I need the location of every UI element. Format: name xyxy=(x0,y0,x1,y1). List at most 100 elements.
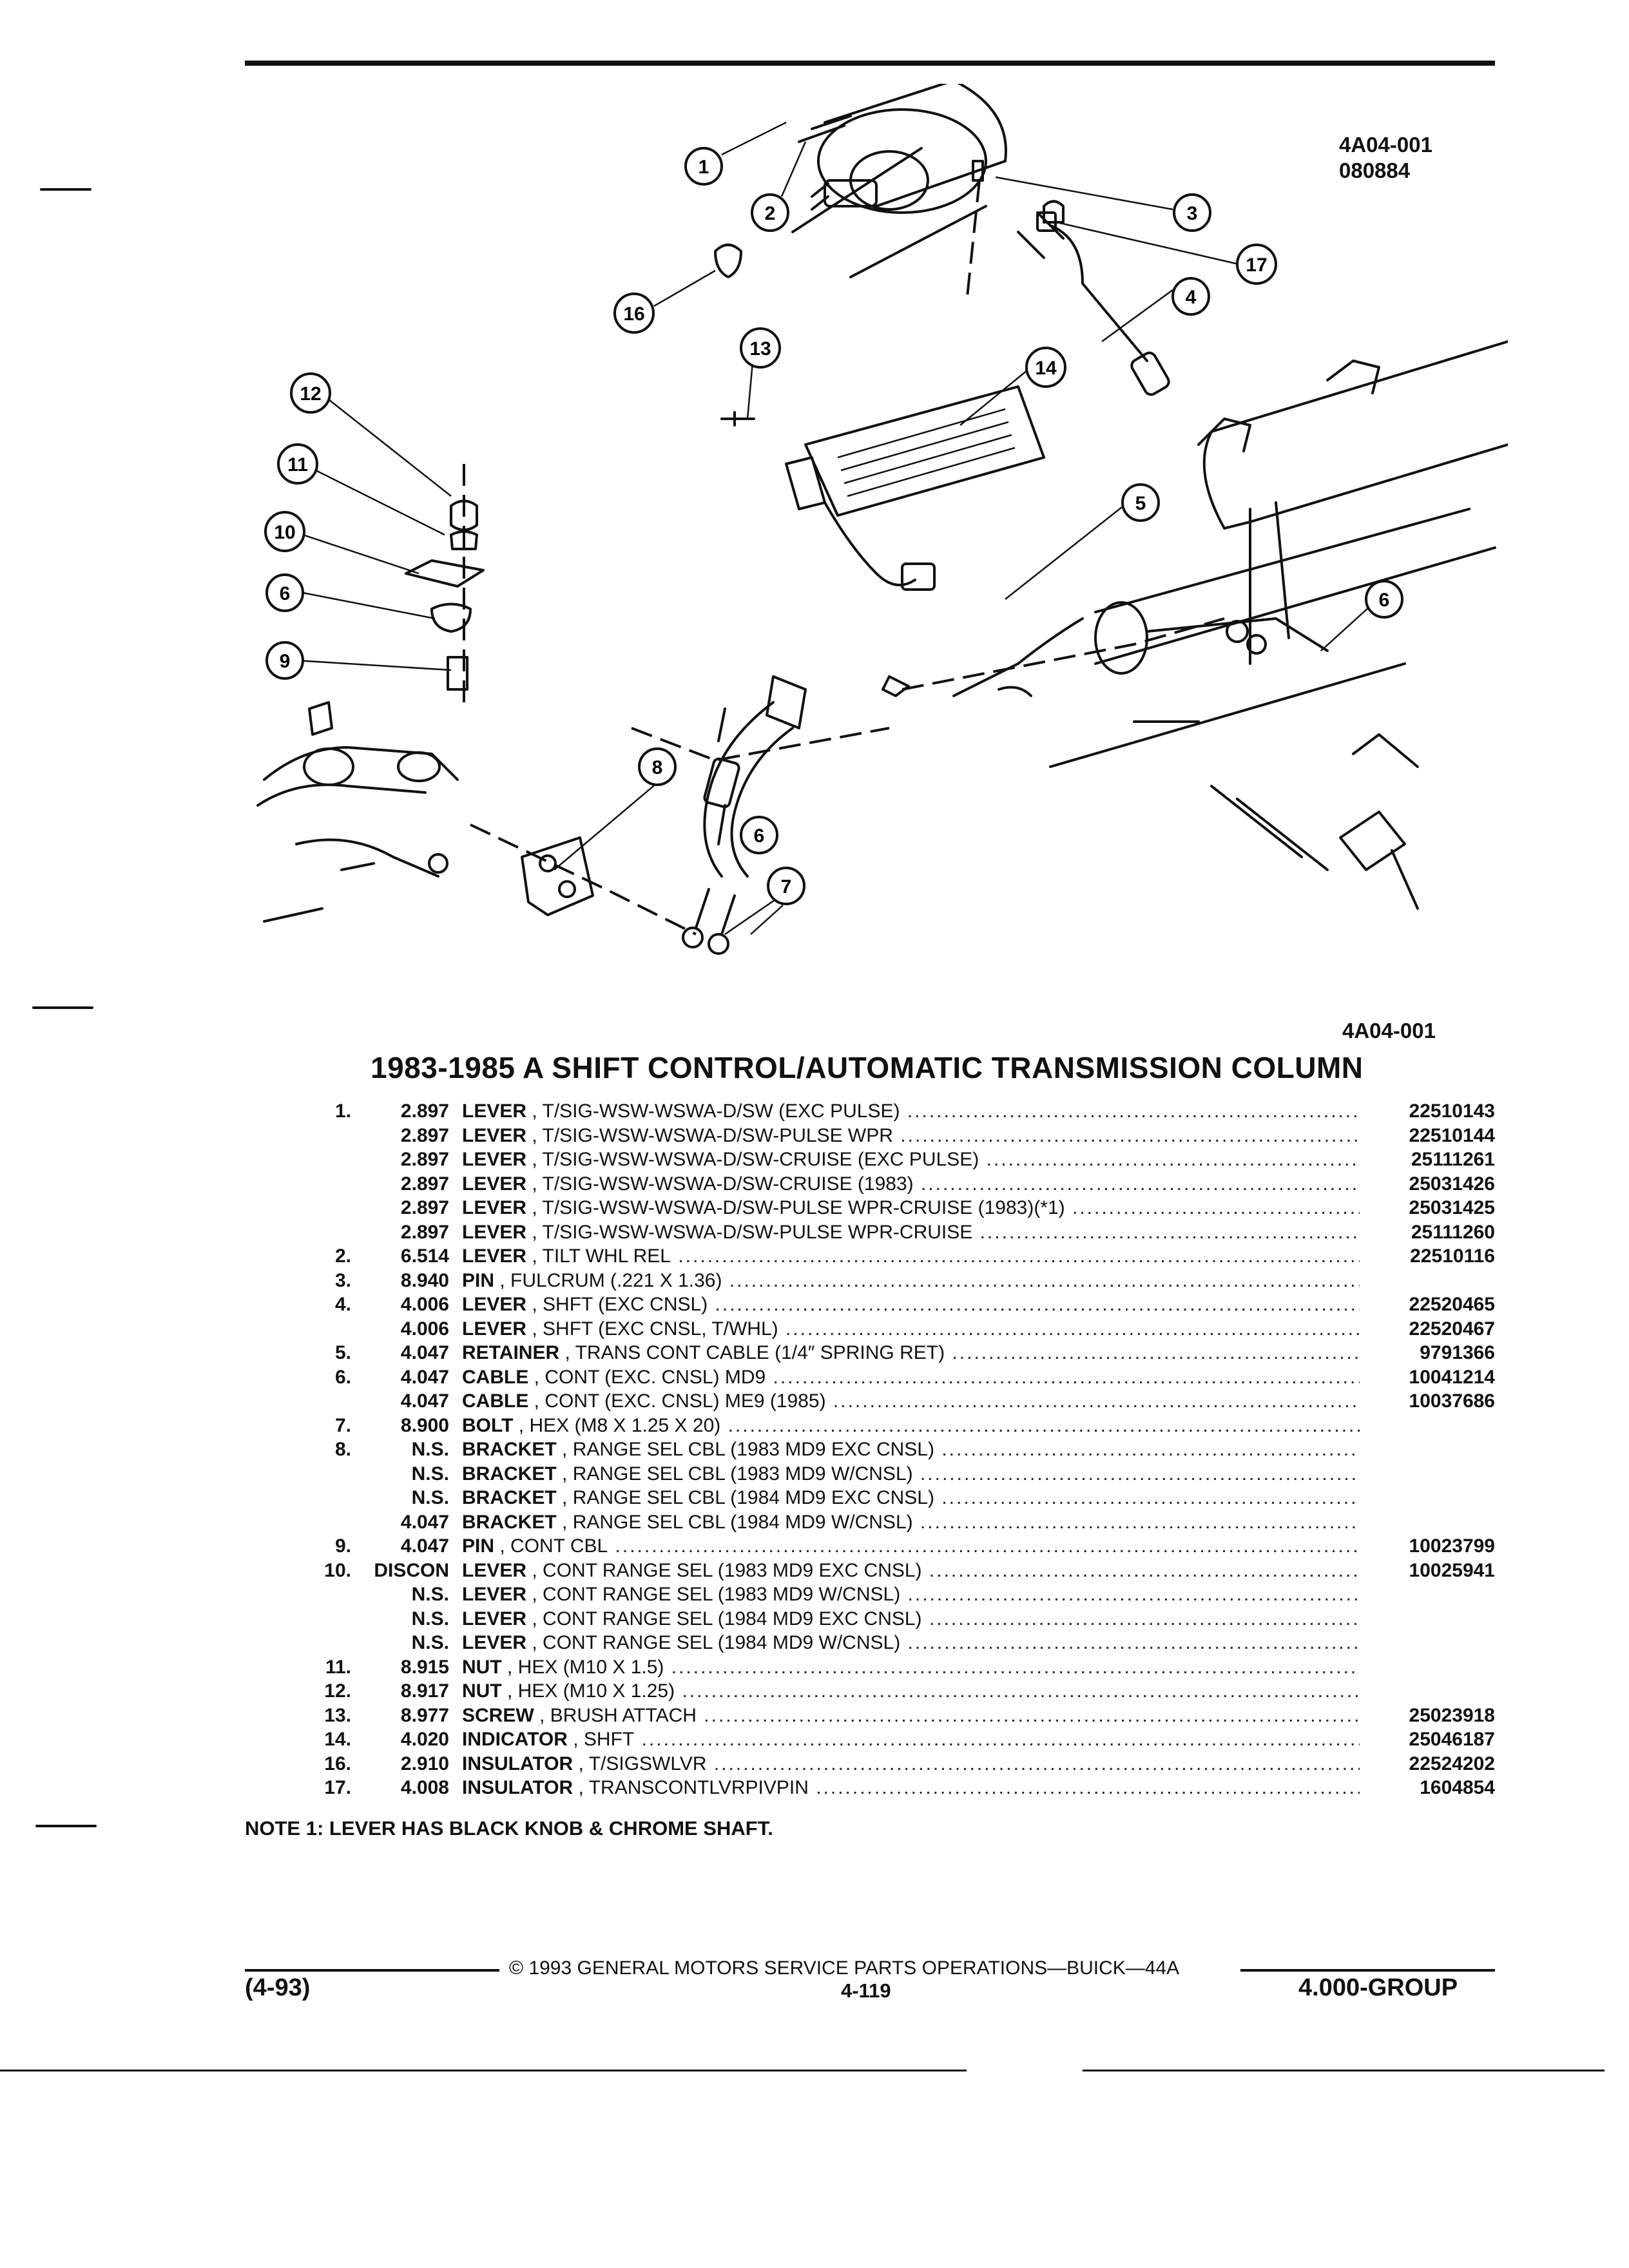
group-number: N.S. xyxy=(411,1487,449,1508)
item-number: 14. xyxy=(324,1729,351,1750)
footer-date-code: (4-93) xyxy=(245,1974,311,2001)
column-lower-assembly xyxy=(882,340,1508,910)
svg-text:12: 12 xyxy=(300,383,321,405)
item-number: 10. xyxy=(324,1559,351,1581)
callout-14: 14 xyxy=(1025,347,1066,388)
svg-text:1: 1 xyxy=(699,157,709,178)
range-select-stack xyxy=(405,464,485,702)
svg-text:9: 9 xyxy=(280,651,291,672)
part-number: 22510116 xyxy=(1410,1245,1495,1267)
group-number: 4.047 xyxy=(400,1390,449,1412)
part-spec: SHFT (EXC CNSL) xyxy=(543,1294,708,1315)
item-number: 1. xyxy=(334,1100,351,1122)
part-number: 22520465 xyxy=(1409,1294,1495,1315)
item-number: 5. xyxy=(334,1342,351,1363)
margin-mark xyxy=(35,1825,97,1827)
group-number: 2.897 xyxy=(400,1173,449,1195)
part-name: BRACKET xyxy=(462,1463,557,1485)
part-spec: HEX (M8 X 1.25 X 20) xyxy=(529,1414,721,1436)
callout-8: 8 xyxy=(638,747,677,786)
group-number: 2.897 xyxy=(400,1149,449,1170)
parts-row: N.S.LEVER , CONT RANGE SEL (1984 MD9 W/C… xyxy=(245,1632,1495,1657)
svg-text:14: 14 xyxy=(1035,358,1057,379)
part-description: LEVER , TILT WHL REL ...................… xyxy=(462,1245,1360,1267)
part-spec: CONT RANGE SEL (1983 MD9 W/CNSL) xyxy=(543,1584,901,1605)
part-number: 22520467 xyxy=(1409,1318,1495,1340)
page-title: 1983-1985 A SHIFT CONTROL/AUTOMATIC TRAN… xyxy=(371,1051,1364,1084)
group-number: 4.006 xyxy=(400,1318,449,1340)
svg-text:6: 6 xyxy=(754,825,765,847)
footer-rule-right xyxy=(1240,1969,1495,1972)
part-name: BRACKET xyxy=(462,1487,557,1508)
part-name: BRACKET xyxy=(462,1511,557,1533)
part-number: 9791366 xyxy=(1420,1342,1495,1363)
part-spec: CONT RANGE SEL (1984 MD9 W/CNSL) xyxy=(543,1632,901,1653)
part-number: 1604854 xyxy=(1420,1777,1495,1798)
callout-6: 6 xyxy=(740,816,778,854)
part-description: LEVER , T/SIG-WSW-WSWA-D/SW-CRUISE (EXC … xyxy=(462,1149,1360,1170)
part-description: BRACKET , RANGE SEL CBL (1984 MD9 EXC CN… xyxy=(462,1487,1360,1508)
part-name: LEVER xyxy=(462,1608,527,1629)
part-description: SCREW , BRUSH ATTACH ...................… xyxy=(462,1704,1360,1726)
part-number: 25111261 xyxy=(1411,1149,1495,1170)
part-spec: T/SIG-WSW-WSWA-D/SW-PULSE WPR xyxy=(542,1124,893,1146)
part-spec: CONT RANGE SEL (1984 MD9 EXC CNSL) xyxy=(543,1608,922,1629)
svg-text:7: 7 xyxy=(781,876,792,898)
item-number: 12. xyxy=(324,1680,351,1702)
group-number: 4.047 xyxy=(400,1511,449,1533)
part-spec: CONT RANGE SEL (1983 MD9 EXC CNSL) xyxy=(543,1559,922,1581)
part-name: LEVER xyxy=(462,1100,527,1122)
part-description: NUT , HEX (M10 X 1.25) .................… xyxy=(462,1680,1360,1702)
transmission-linkage xyxy=(256,701,697,936)
item-number: 17. xyxy=(324,1777,351,1798)
part-name: NUT xyxy=(462,1680,502,1702)
part-spec: T/SIG-WSW-WSWA-D/SW (EXC PULSE) xyxy=(542,1100,900,1122)
margin-mark xyxy=(40,188,92,191)
part-name: PIN xyxy=(462,1269,495,1291)
group-number: 4.006 xyxy=(400,1294,449,1315)
part-number: 25111260 xyxy=(1411,1221,1495,1243)
part-spec: RANGE SEL CBL (1983 MD9 EXC CNSL) xyxy=(572,1439,934,1460)
item-number: 9. xyxy=(334,1535,351,1557)
group-number: 8.915 xyxy=(400,1656,449,1678)
part-name: LEVER xyxy=(462,1318,527,1340)
part-name: LEVER xyxy=(462,1149,527,1170)
footnote: NOTE 1: LEVER HAS BLACK KNOB & CHROME SH… xyxy=(245,1817,773,1840)
item-number: 13. xyxy=(324,1704,351,1726)
item-number: 8. xyxy=(334,1439,351,1460)
part-name: INSULATOR xyxy=(462,1753,574,1774)
part-name: LEVER xyxy=(462,1584,527,1605)
parts-row: N.S.LEVER , CONT RANGE SEL (1983 MD9 W/C… xyxy=(245,1584,1495,1608)
part-name: LEVER xyxy=(462,1124,527,1146)
part-number: 22510144 xyxy=(1409,1124,1495,1146)
part-description: INSULATOR , T/SIGSWLVR .................… xyxy=(462,1753,1360,1774)
group-number: 4.047 xyxy=(400,1535,449,1557)
figure-ref-date: 080884 xyxy=(1339,159,1411,182)
part-name: INSULATOR xyxy=(462,1777,574,1798)
part-name: NUT xyxy=(462,1656,502,1678)
part-name: PIN xyxy=(462,1535,495,1557)
part-spec: T/SIG-WSW-WSWA-D/SW-CRUISE (1983) xyxy=(542,1173,914,1195)
bolt-part xyxy=(695,888,736,936)
svg-text:2: 2 xyxy=(765,203,776,224)
part-spec: TILT WHL REL xyxy=(542,1245,671,1267)
callout-5: 5 xyxy=(1121,483,1160,522)
part-description: LEVER , T/SIG-WSW-WSWA-D/SW-CRUISE (1983… xyxy=(462,1173,1360,1195)
group-number: 2.897 xyxy=(400,1197,449,1218)
bottom-rule-right xyxy=(1083,2070,1605,2071)
part-spec: HEX (M10 X 1.5) xyxy=(517,1656,664,1678)
part-description: RETAINER , TRANS CONT CABLE (1/4″ SPRING… xyxy=(462,1342,1360,1363)
parts-row: 8.N.S.BRACKET , RANGE SEL CBL (1983 MD9 … xyxy=(245,1439,1495,1463)
callout-9: 9 xyxy=(265,641,304,680)
item-number: 11. xyxy=(325,1656,351,1678)
part-description: NUT , HEX (M10 X 1.5) ..................… xyxy=(462,1656,1360,1678)
